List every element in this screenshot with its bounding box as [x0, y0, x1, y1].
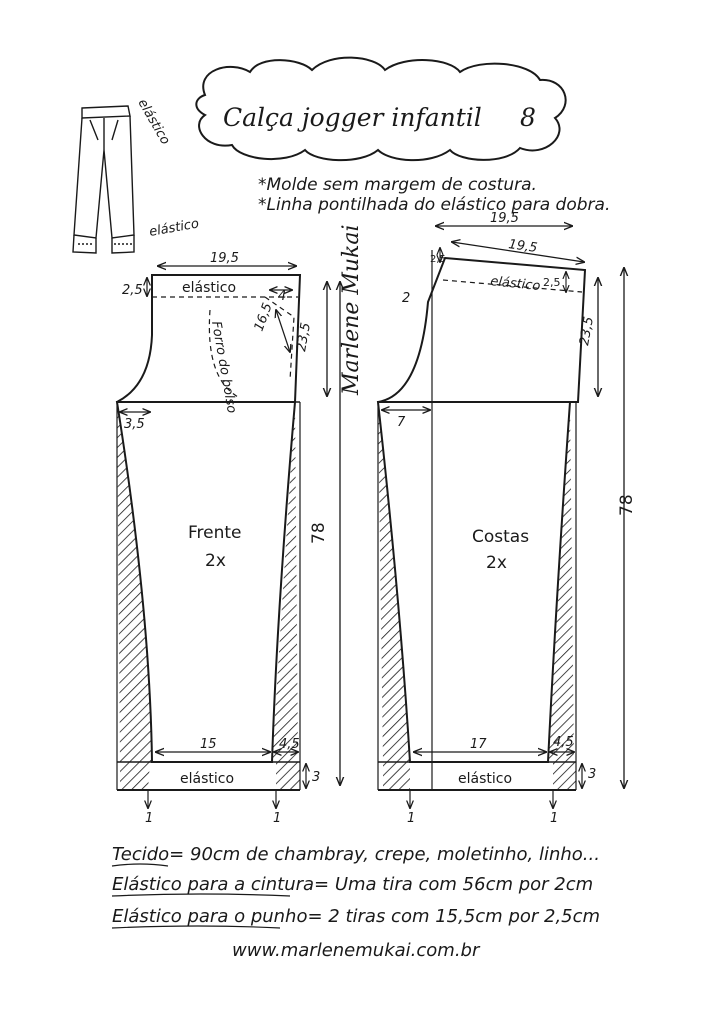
footer-website: www.marlenemukai.com.br — [232, 940, 481, 961]
back-grain-right: 1 — [550, 811, 558, 826]
back-name: Costas — [472, 527, 529, 547]
sketch-elastic-bottom: elástico — [148, 216, 200, 239]
underline-waist — [111, 893, 291, 897]
back-cuff-height: 3 — [588, 767, 596, 782]
footer-cuff-elastic: Elástico para o punho= 2 tiras com 15,5c… — [112, 906, 600, 927]
size-label: 8 — [520, 103, 536, 132]
front-waistband-height: 2,5 — [122, 283, 143, 298]
back-waist-width-1: 19,5 — [490, 211, 519, 226]
back-waist-width-2: 19,5 — [507, 237, 538, 256]
front-rise: 23,5 — [294, 322, 314, 353]
title: Calça jogger infantil — [223, 103, 482, 132]
underline-fabric — [111, 863, 169, 867]
pants-sketch — [72, 105, 135, 254]
front-waistband-label: elástico — [182, 280, 236, 296]
front-pocket-top: 4 — [278, 289, 286, 304]
back-waist-left: 2,5 — [430, 254, 446, 265]
front-name: Frente — [188, 523, 242, 543]
back-hem-side: 4,5 — [553, 735, 574, 750]
underline-cuff — [111, 925, 281, 929]
front-crotch-ext: 3,5 — [124, 417, 145, 432]
back-waistband-height: 2,5 — [543, 276, 561, 289]
back-length: 78 — [617, 494, 637, 516]
front-piece — [115, 266, 340, 808]
front-grain-left: 1 — [145, 811, 153, 826]
title-cloud — [195, 56, 567, 162]
back-rise: 23,5 — [577, 316, 597, 347]
signature: Marlene Mukai — [339, 224, 364, 396]
footer-fabric: Tecido= 90cm de chambray, crepe, moletin… — [112, 844, 600, 865]
front-hem-side: 4,5 — [279, 737, 300, 752]
front-cuff-label: elástico — [180, 771, 234, 787]
sketch-elastic-top: elástico — [135, 97, 173, 148]
back-crotch-ext: 7 — [397, 415, 406, 430]
note-1: *Molde sem margem de costura. — [258, 175, 537, 195]
front-grain-right: 1 — [273, 811, 281, 826]
front-count: 2x — [205, 551, 226, 571]
back-piece — [376, 226, 624, 808]
front-cuff-height: 3 — [312, 770, 320, 785]
back-cuff-label: elástico — [458, 771, 512, 787]
note-2: *Linha pontilhada do elástico para dobra… — [258, 195, 610, 215]
front-waist-width: 19,5 — [210, 251, 239, 266]
back-waistband-label: elástico — [490, 274, 541, 294]
back-hem-width: 17 — [470, 737, 487, 752]
back-count: 2x — [486, 553, 507, 573]
back-center-rise: 2 — [402, 291, 410, 306]
front-length: 78 — [309, 522, 329, 544]
back-grain-left: 1 — [407, 811, 415, 826]
front-hem-width: 15 — [200, 737, 217, 752]
footer-waist-elastic: Elástico para a cintura= Uma tira com 56… — [112, 874, 593, 895]
